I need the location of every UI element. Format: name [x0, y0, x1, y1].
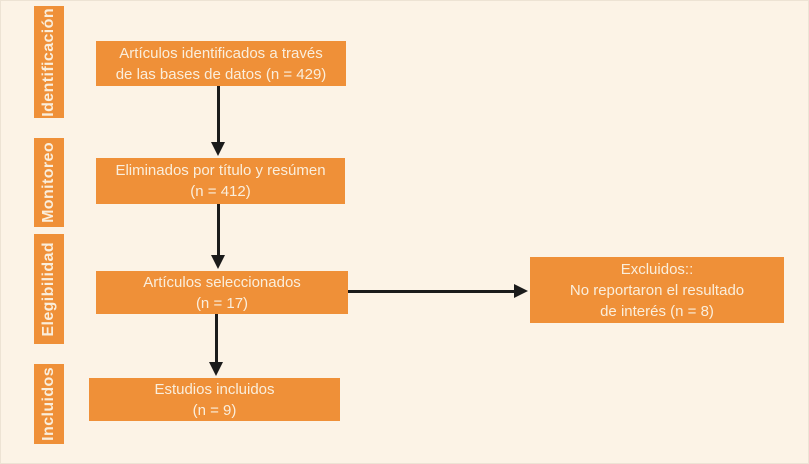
- arrow-selected-to-excluded: [348, 290, 515, 293]
- arrow-right-icon: [514, 284, 528, 298]
- arrow-screened-to-selected: [217, 204, 220, 256]
- flow-box-included: Estudios incluidos (n = 9): [89, 378, 340, 421]
- flow-box-screened-out-line1: Eliminados por título y resúmen: [115, 162, 326, 179]
- flow-box-excluded-line3: de interés (n = 8): [600, 302, 714, 320]
- stage-label-identificacion: Identificación: [40, 7, 57, 117]
- arrow-selected-to-included: [215, 314, 218, 363]
- stage-strip-incluidos: Incluidos: [34, 364, 64, 444]
- stage-label-elegibilidad: Elegibilidad: [40, 241, 57, 337]
- stage-label-incluidos: Incluidos: [40, 367, 57, 441]
- flow-box-selected-line1: Artículos seleccionados: [143, 273, 301, 291]
- flow-box-identified-line2: de las bases de datos (n = 429): [115, 65, 327, 83]
- arrow-down-icon: [211, 142, 225, 156]
- stage-strip-monitoreo: Monitoreo: [34, 138, 64, 227]
- arrow-identified-to-screened: [217, 86, 220, 143]
- flow-box-screened-out-line2: (n = 412): [190, 183, 251, 200]
- flow-box-included-line1: Estudios incluidos: [154, 380, 275, 398]
- stage-label-monitoreo: Monitoreo: [40, 142, 57, 223]
- flow-box-excluded-line2: No reportaron el resultado: [569, 281, 745, 299]
- flow-box-included-line2: (n = 9): [192, 401, 237, 419]
- flow-box-screened-out: Eliminados por título y resúmen (n = 412…: [96, 158, 345, 204]
- stage-strip-identificacion: Identificación: [34, 6, 64, 118]
- flow-box-identified-line1: Artículos identificados a través: [119, 44, 323, 62]
- flow-box-identified: Artículos identificados a través de las …: [96, 41, 346, 86]
- arrow-down-icon: [209, 362, 223, 376]
- flow-box-selected: Artículos seleccionados (n = 17): [96, 271, 348, 314]
- flow-box-excluded-line1: Excluidos::: [620, 260, 694, 278]
- flow-box-excluded: Excluidos:: No reportaron el resultado d…: [530, 257, 784, 323]
- flow-box-selected-line2: (n = 17): [195, 294, 249, 312]
- arrow-down-icon: [211, 255, 225, 269]
- stage-strip-elegibilidad: Elegibilidad: [34, 234, 64, 344]
